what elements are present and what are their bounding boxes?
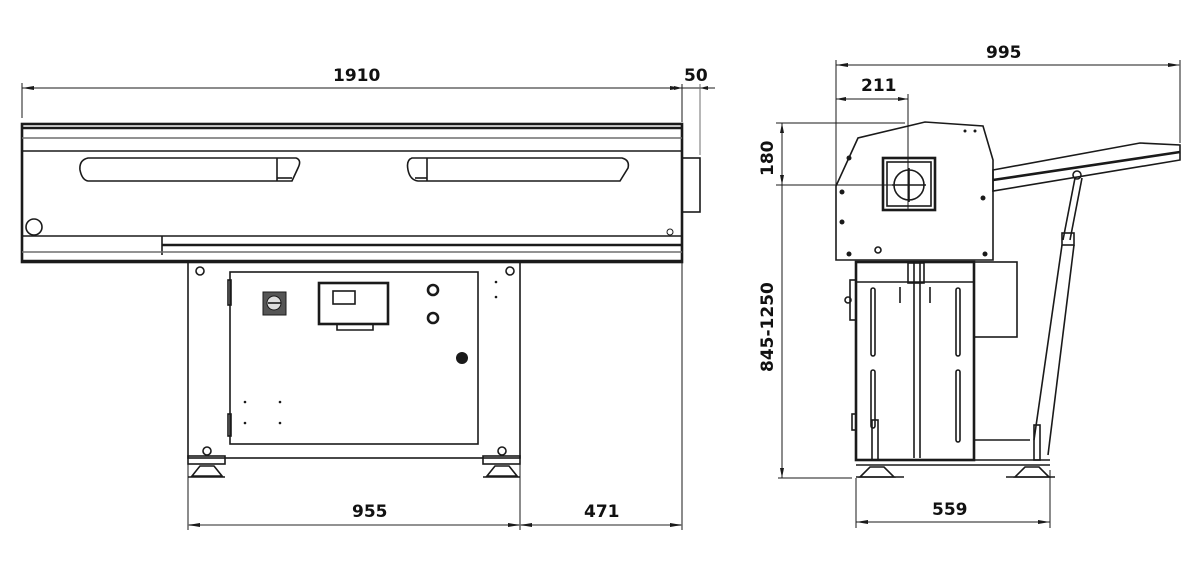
spindle-window: [881, 156, 937, 212]
beam-body: [20, 122, 684, 264]
dimension-label-axis-height: 180: [758, 140, 778, 177]
side-view: [776, 60, 1181, 528]
foot-right: [482, 446, 521, 478]
dimension-label-overall-length: 1910: [333, 66, 381, 86]
front-view: [20, 83, 715, 530]
dimension-label-base-depth: 559: [932, 500, 968, 520]
head-housing: [835, 121, 994, 261]
dimension-label-overhang: 471: [584, 502, 620, 522]
dimension-label-overall-depth: 995: [986, 43, 1022, 63]
foot-left: [187, 446, 226, 478]
slot-right: [406, 157, 630, 182]
control-cabinet: [229, 271, 479, 445]
dimension-label-height-range: 845-1250: [758, 282, 778, 372]
slot-left: [79, 157, 301, 182]
dimension-label-end-offset: 50: [684, 66, 708, 86]
motor-box: [973, 261, 1018, 338]
dimension-label-axis-offset: 211: [861, 76, 897, 96]
display-panel: [317, 281, 390, 326]
dimension-label-base-width: 955: [352, 502, 388, 522]
stand-frame: [187, 261, 521, 459]
